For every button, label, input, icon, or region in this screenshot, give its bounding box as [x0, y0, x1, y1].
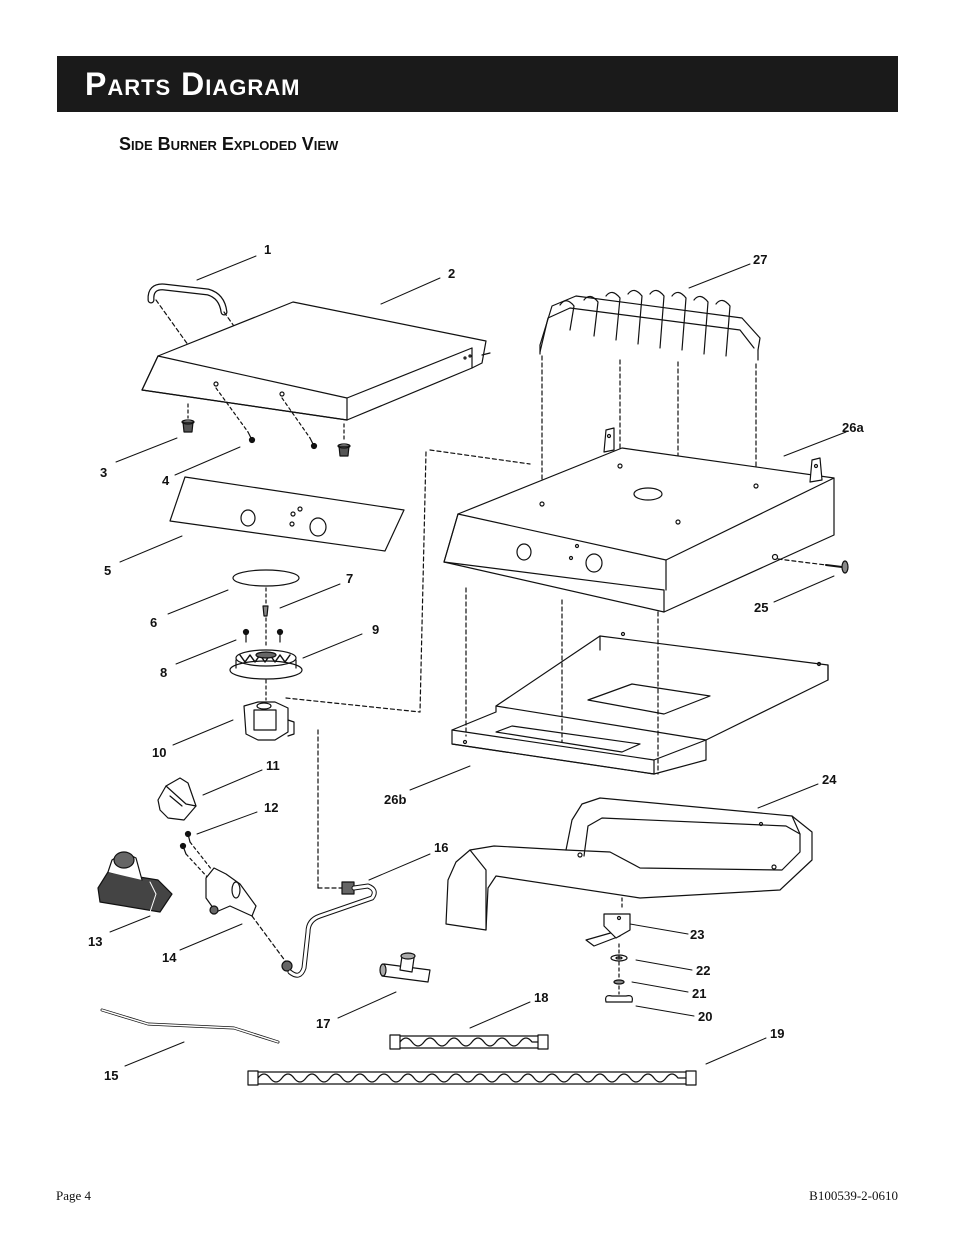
mounting-hardware: [585, 913, 633, 1003]
foot-and-screw-parts: [181, 387, 351, 457]
leader-lines: [109, 255, 847, 1067]
part-label-1: 1: [264, 242, 271, 257]
section-banner: Parts Diagram: [57, 56, 898, 112]
page-title: Parts Diagram: [85, 65, 301, 102]
grate-part: [539, 289, 761, 521]
tray-part: [451, 587, 829, 775]
part-label-23: 23: [690, 927, 704, 942]
part-label-27: 27: [753, 252, 767, 267]
valve-assembly-part: [205, 867, 293, 972]
part-label-3: 3: [100, 465, 107, 480]
part-label-22: 22: [696, 963, 710, 978]
burner-cap-part: [232, 569, 300, 587]
control-knob-part: [157, 777, 197, 821]
part-label-26a: 26a: [842, 420, 864, 435]
control-plate-part: [169, 476, 405, 552]
burner-box-part: [419, 427, 835, 713]
part-label-26b: 26b: [384, 792, 406, 807]
bolt-part: [777, 558, 849, 574]
burner-head-part: [229, 649, 303, 680]
part-label-5: 5: [104, 563, 111, 578]
valve-screws: [179, 830, 213, 881]
part-label-16: 16: [434, 840, 448, 855]
part-label-9: 9: [372, 622, 379, 637]
long-hose-part: [247, 1070, 697, 1086]
part-label-15: 15: [104, 1068, 118, 1083]
part-label-4: 4: [162, 473, 170, 488]
frame-part: [445, 797, 813, 931]
document-number: B100539-2-0610: [809, 1188, 898, 1203]
part-label-18: 18: [534, 990, 548, 1005]
burner-screws: [242, 587, 284, 649]
page-number: Page 4: [56, 1188, 92, 1203]
valve-body-part: [243, 679, 421, 741]
cover-lid-part: [141, 301, 491, 421]
part-labels: 1 2 3 4 5 6 7 8 9 10 11 12 13 14 15 16 1…: [88, 242, 864, 1083]
part-label-24: 24: [822, 772, 837, 787]
part-label-11: 11: [266, 758, 280, 773]
part-label-19: 19: [770, 1026, 784, 1041]
diagram-subtitle: Side Burner Exploded View: [119, 134, 339, 154]
part-label-10: 10: [152, 745, 166, 760]
part-label-14: 14: [162, 950, 177, 965]
tee-fitting-part: [379, 952, 431, 983]
part-label-12: 12: [264, 800, 278, 815]
gas-tube-part: [287, 729, 377, 978]
part-label-25: 25: [754, 600, 768, 615]
part-label-8: 8: [160, 665, 167, 680]
short-hose-part: [389, 1034, 549, 1050]
igniter-part: [97, 851, 173, 913]
part-label-7: 7: [346, 571, 353, 586]
part-label-21: 21: [692, 986, 706, 1001]
part-label-2: 2: [448, 266, 455, 281]
part-label-17: 17: [316, 1016, 330, 1031]
part-label-20: 20: [698, 1009, 712, 1024]
electrode-wire-part: [100, 1008, 280, 1044]
part-label-13: 13: [88, 934, 102, 949]
part-label-6: 6: [150, 615, 157, 630]
